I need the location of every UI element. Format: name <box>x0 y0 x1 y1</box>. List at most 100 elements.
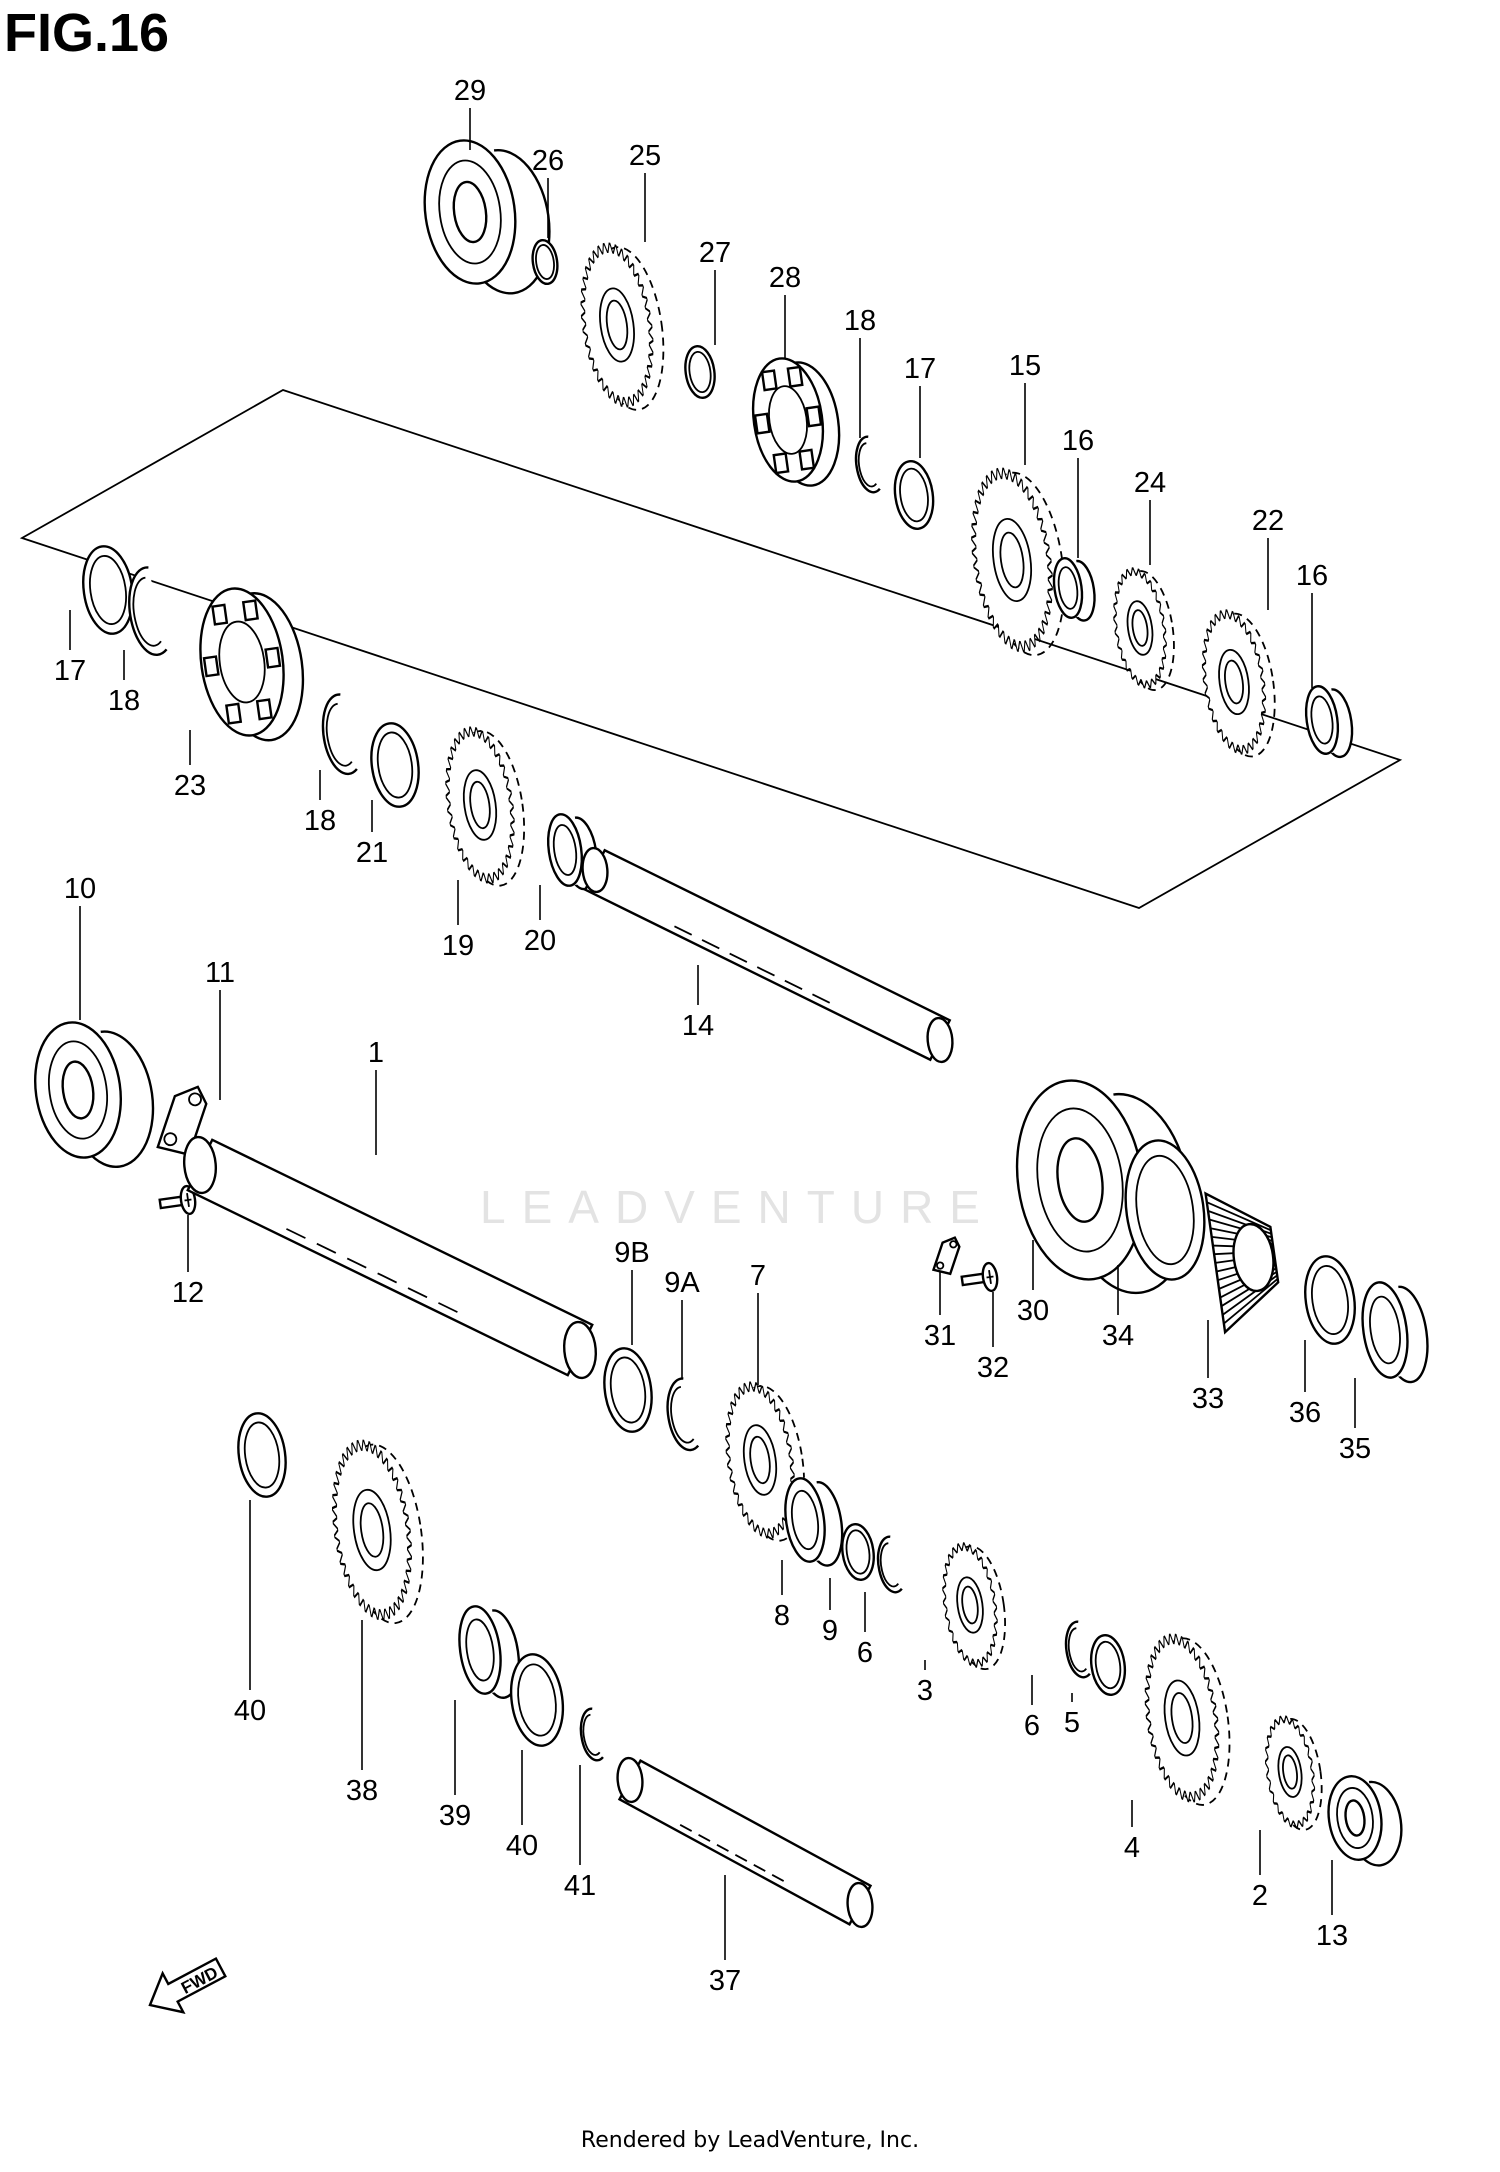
callout-13: 13 <box>1316 1920 1348 1952</box>
callout-35: 35 <box>1339 1433 1371 1465</box>
callout-30: 30 <box>1017 1295 1049 1327</box>
callout-21: 21 <box>356 837 388 869</box>
callout-24: 24 <box>1134 467 1166 499</box>
callout-34: 34 <box>1102 1320 1134 1352</box>
callout-27: 27 <box>699 237 731 269</box>
callout-18b: 18 <box>108 685 140 717</box>
callout-18a: 18 <box>844 305 876 337</box>
callout-8: 8 <box>774 1600 790 1632</box>
part-9-washer <box>841 1522 875 1582</box>
part-12-screw <box>158 1184 197 1216</box>
part-1-shaft <box>182 1135 598 1380</box>
part-25-gear <box>580 242 665 411</box>
part-18c-clip <box>321 693 358 776</box>
part-34-washer <box>1124 1139 1206 1281</box>
part-6a-clip <box>876 1535 903 1594</box>
callout-12: 12 <box>172 1277 204 1309</box>
callout-11: 11 <box>205 957 235 989</box>
callout-26: 26 <box>532 145 564 177</box>
part-10-bearing <box>33 1018 155 1169</box>
callout-40b: 40 <box>506 1830 538 1862</box>
callout-16a: 16 <box>1062 425 1094 457</box>
callout-18c: 18 <box>304 805 336 837</box>
callout-23: 23 <box>174 770 206 802</box>
part-21-washer <box>370 722 420 808</box>
callout-38: 38 <box>346 1775 378 1807</box>
part-40a-washer <box>237 1412 287 1498</box>
part-13-bearing <box>1327 1773 1403 1867</box>
callout-31: 31 <box>924 1320 956 1352</box>
part-29-bearing <box>423 136 551 295</box>
part-32-screw <box>960 1261 999 1293</box>
part-19-gear <box>445 726 526 887</box>
part-33-bevel-gear <box>1204 1191 1280 1335</box>
callout-40a: 40 <box>234 1695 266 1727</box>
part-27-washer <box>684 344 716 400</box>
callout-29: 29 <box>454 75 486 107</box>
callout-15: 15 <box>1009 350 1041 382</box>
callout-9: 9 <box>822 1615 838 1647</box>
group-frame <box>19 389 1403 909</box>
part-4-gear <box>1144 1633 1231 1806</box>
figure-title: FIG.16 <box>4 3 170 63</box>
part-24-gear <box>1113 567 1175 691</box>
callout-19: 19 <box>442 930 474 962</box>
callout-9A: 9A <box>664 1267 700 1299</box>
callout-32: 32 <box>977 1352 1009 1384</box>
callout-1: 1 <box>368 1037 384 1069</box>
callout-36: 36 <box>1289 1397 1321 1429</box>
callout-4: 4 <box>1124 1832 1140 1864</box>
part-8-bushing <box>784 1476 844 1567</box>
callout-25: 25 <box>629 140 661 172</box>
parts-layer <box>33 136 1429 1929</box>
callout-6a: 6 <box>857 1637 873 1669</box>
callout-41: 41 <box>564 1870 596 1902</box>
fwd-arrow-icon: FWD <box>148 1956 227 2014</box>
callout-3: 3 <box>917 1675 933 1707</box>
callout-9B: 9B <box>614 1237 649 1269</box>
callout-22: 22 <box>1252 505 1284 537</box>
part-9A-washer <box>666 1377 700 1452</box>
callout-17a: 17 <box>904 353 936 385</box>
part-38-gear <box>331 1439 424 1625</box>
part-41-clip <box>579 1707 604 1762</box>
callout-39: 39 <box>439 1800 471 1832</box>
part-17a-lockwasher <box>893 460 935 530</box>
render-credit: Rendered by LeadVenture, Inc. <box>580 2128 920 2153</box>
callout-10: 10 <box>64 873 96 905</box>
part-3-gear <box>942 1542 1006 1671</box>
part-40b-washer <box>509 1653 565 1747</box>
part-35-nut <box>1361 1279 1429 1384</box>
callout-14: 14 <box>682 1010 714 1042</box>
part-14-shaft <box>581 846 954 1064</box>
part-26-washer <box>531 238 559 286</box>
callout-33: 33 <box>1192 1383 1224 1415</box>
callout-16b: 16 <box>1296 560 1328 592</box>
callout-2: 2 <box>1252 1880 1268 1912</box>
callout-17b: 17 <box>54 655 86 687</box>
part-36-washer <box>1304 1255 1356 1345</box>
callout-20: 20 <box>524 925 556 957</box>
part-2-gear <box>1264 1715 1323 1831</box>
part-23-hub <box>199 587 305 742</box>
callout-7: 7 <box>750 1260 766 1292</box>
part-6b-clip <box>1064 1620 1091 1679</box>
part-22-gear <box>1201 609 1276 758</box>
callout-37: 37 <box>709 1965 741 1997</box>
part-18b-clip <box>128 566 168 657</box>
callout-6b: 6 <box>1024 1710 1040 1742</box>
part-15-gear <box>971 467 1065 657</box>
part-28-hub <box>751 357 841 487</box>
watermark-text: LEADVENTURE <box>480 1181 996 1233</box>
part-5-lockwasher <box>1089 1634 1127 1696</box>
part-16a-bushing <box>1052 556 1096 622</box>
part-31-retainer <box>931 1236 961 1276</box>
callout-28: 28 <box>769 262 801 294</box>
part-39-bushing <box>458 1603 521 1699</box>
part-16b-bushing <box>1304 684 1354 759</box>
part-37-shaft <box>616 1756 874 1929</box>
part-9B-washer <box>603 1347 653 1433</box>
